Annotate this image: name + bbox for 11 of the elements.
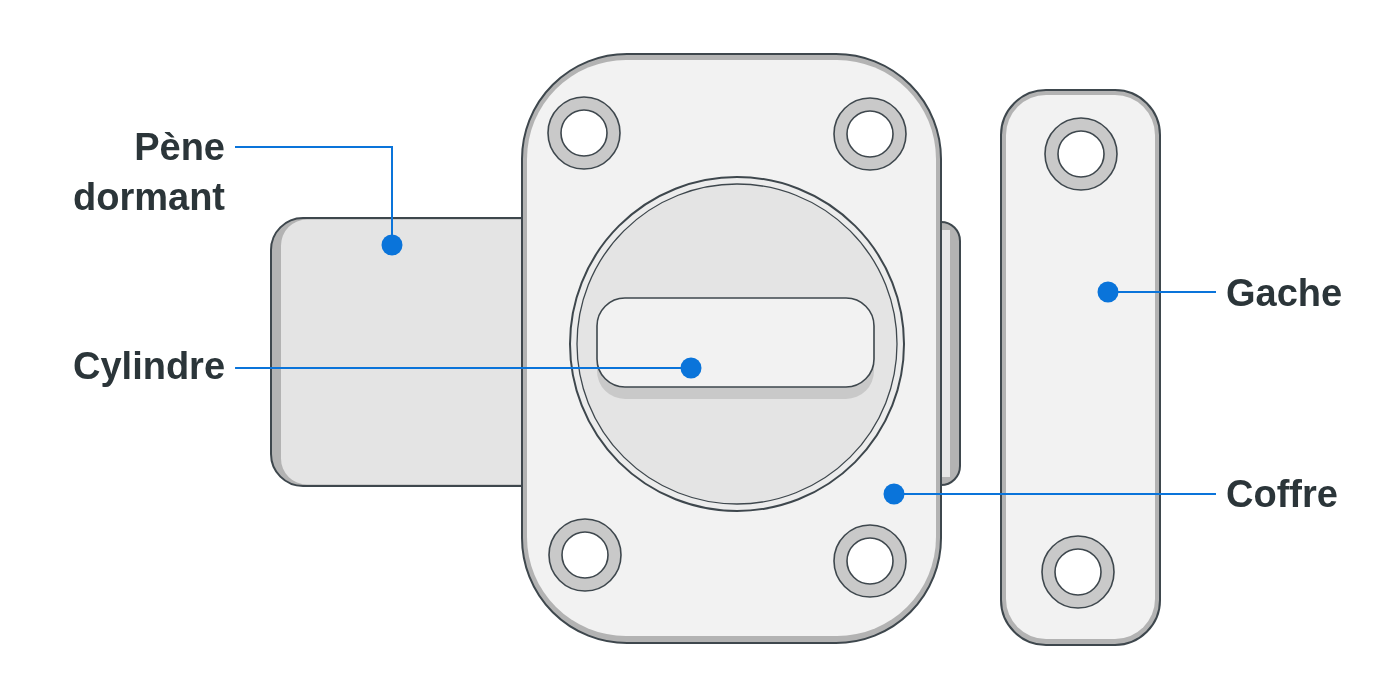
part-label: Gache [1226, 270, 1343, 316]
lock-case [521, 53, 962, 644]
part-label: Pène dormant [50, 122, 225, 222]
deadbolt [270, 217, 521, 487]
leader-line [883, 483, 1217, 505]
part-label: Coffre [1226, 471, 1338, 517]
strike-plate [1000, 89, 1161, 646]
thumb-turn [569, 176, 905, 512]
part-label: Cylindre [73, 343, 226, 389]
leader-line [1097, 281, 1217, 303]
leader-line [234, 357, 702, 379]
